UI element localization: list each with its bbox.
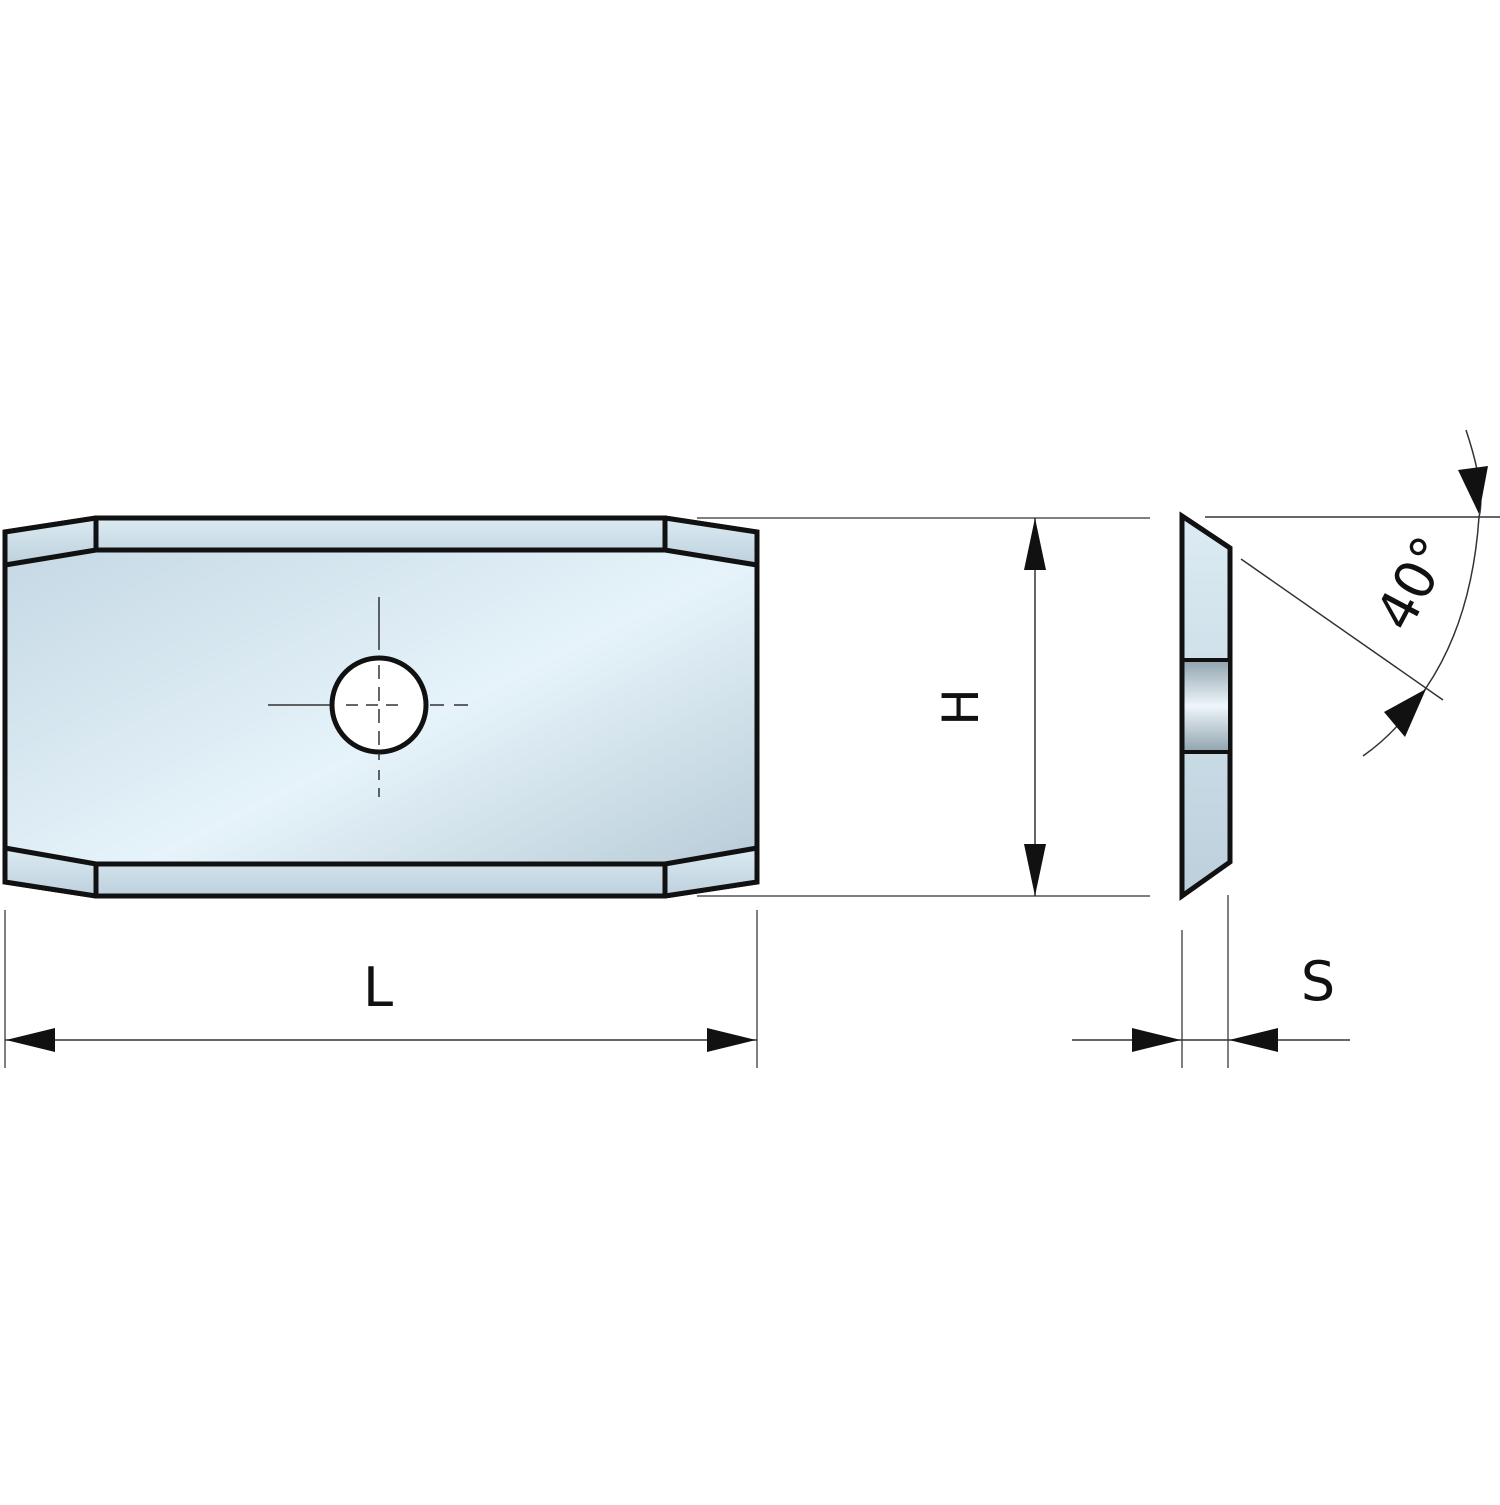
- thickness-dimension: [1072, 895, 1350, 1068]
- bore-section: [1184, 660, 1228, 752]
- side-view: [1179, 511, 1233, 901]
- thickness-label: S: [1301, 950, 1335, 1013]
- height-label: H: [932, 688, 990, 726]
- arrow-right-icon: [707, 1028, 756, 1052]
- mounting-hole: [329, 655, 429, 755]
- arrow-right-icon: [1132, 1028, 1181, 1052]
- center-lines: [268, 597, 470, 797]
- height-dimension: [697, 517, 1150, 897]
- length-dimension: [4, 910, 758, 1068]
- arrow-up-icon: [1024, 518, 1046, 570]
- arrow-left-icon: [1229, 1028, 1278, 1052]
- bottom-bevel: [2, 845, 760, 899]
- arrow-up-icon: [1384, 689, 1426, 737]
- arrow-left-icon: [6, 1028, 55, 1052]
- front-view: [2, 515, 760, 899]
- arrow-down-icon: [1024, 844, 1046, 896]
- angle-label: 40°: [1363, 526, 1464, 640]
- top-bevel: [2, 515, 760, 568]
- arrow-down-icon: [1458, 466, 1488, 514]
- angle-dimension: [1205, 429, 1500, 757]
- length-label: L: [363, 956, 393, 1019]
